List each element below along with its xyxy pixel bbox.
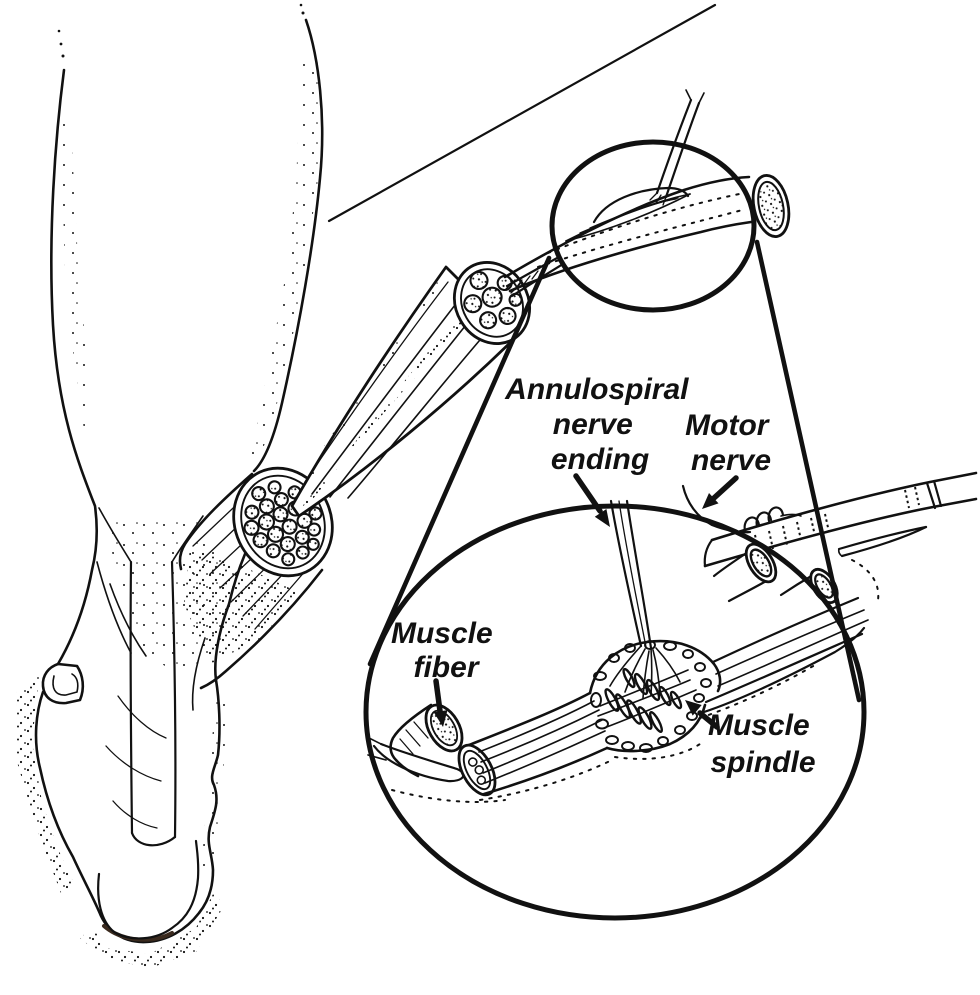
spindle-on-fiber <box>565 186 691 242</box>
label-annulospiral-nerve-ending: Annulospiral nerve ending <box>504 373 697 476</box>
fascicle-sections <box>243 480 323 567</box>
label-motor-nerve: Motor nerve <box>685 409 777 477</box>
calcaneus-arc <box>130 831 177 847</box>
cut-fiber-stub-1 <box>712 542 778 603</box>
motor-nerve-arrow <box>702 475 739 509</box>
annulospiral-arrow <box>573 473 610 527</box>
muscle-fascicle-bundle <box>290 255 565 518</box>
muscle-fiber-arrow <box>433 678 448 727</box>
magnified-view-circle <box>363 503 867 921</box>
heel-stipple-bottom <box>80 892 224 968</box>
sheath-slit <box>837 525 928 558</box>
motor-nerve-fiber <box>681 484 802 534</box>
single-muscle-fiber <box>503 89 791 294</box>
fascicle-cross-section <box>453 261 531 345</box>
muscle-stipple <box>184 548 298 664</box>
heel-stipple-left <box>16 670 76 896</box>
label-muscle-fiber: Muscle fiber <box>391 617 501 684</box>
figure-labels: Annulospiral nerve ending Motor nerve Mu… <box>391 373 818 779</box>
annulospiral-nerve-trunk <box>609 499 681 699</box>
toenail <box>52 673 79 696</box>
leg-shading <box>250 62 323 462</box>
whole-muscle <box>178 466 334 690</box>
guide-line <box>327 3 717 223</box>
heel-inner-contour <box>97 839 200 940</box>
magnifier-small-circle <box>549 139 757 313</box>
toe-outline <box>41 662 85 705</box>
magnified-spindle-view <box>366 471 978 803</box>
ankle-stipple-right <box>201 692 228 872</box>
sheath-fold <box>372 742 465 783</box>
whole-muscle-cross-section <box>232 466 334 578</box>
shin-shading <box>60 110 92 430</box>
muscle-fiber-stub <box>389 703 464 778</box>
muscle-spindle-arrow <box>685 700 720 730</box>
capsule-lymph-space <box>590 640 712 753</box>
leg-left-contour <box>50 68 98 666</box>
label-muscle-spindle: Muscle spindle <box>708 709 818 779</box>
